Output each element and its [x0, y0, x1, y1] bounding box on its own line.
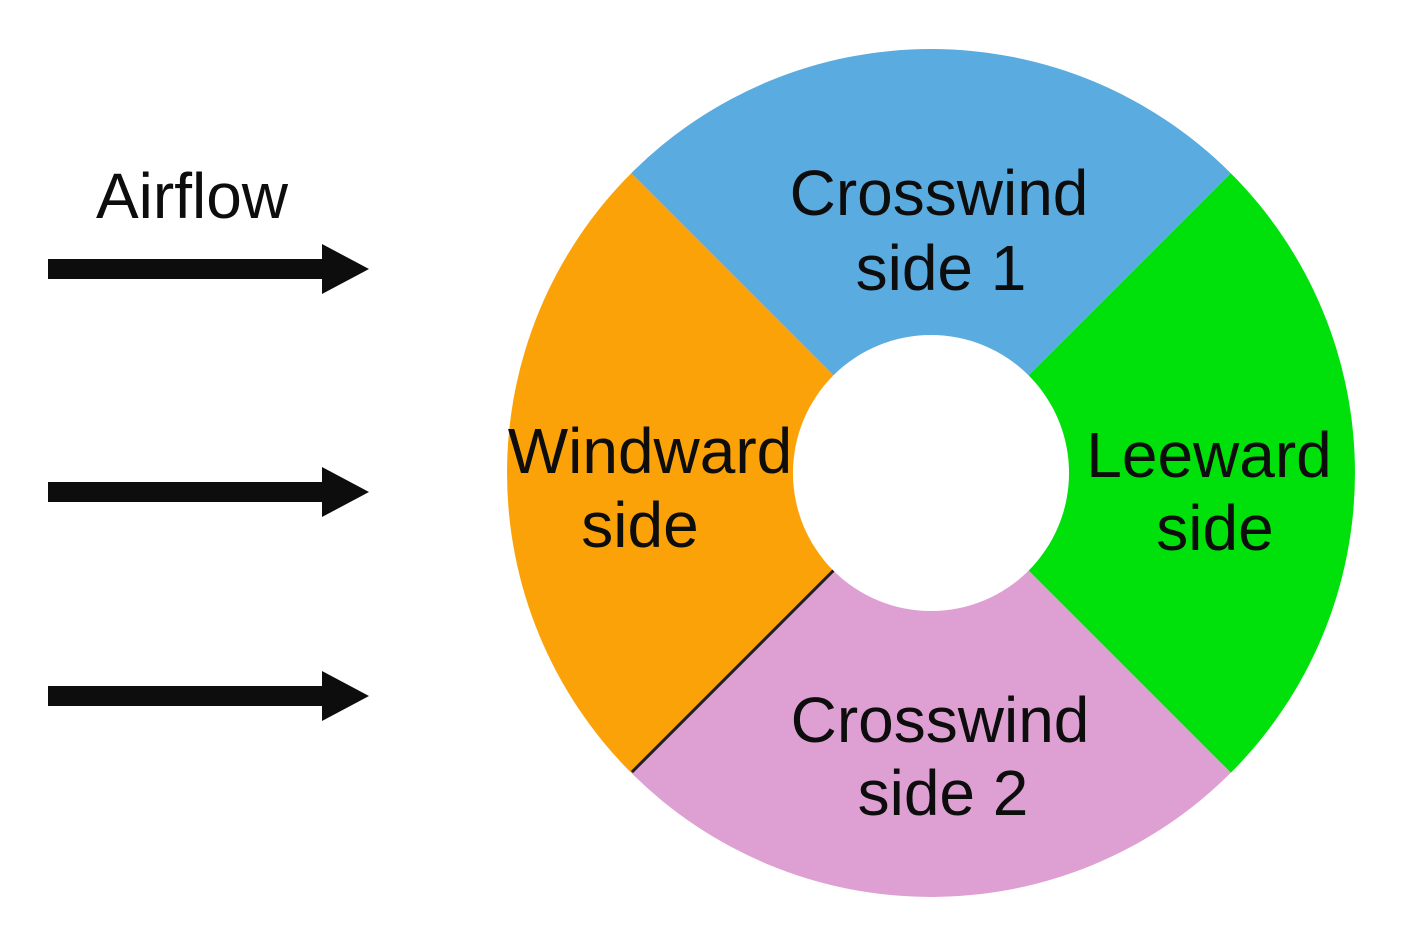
segment-windward-side — [507, 173, 834, 773]
segment-crosswind-side-2 — [631, 570, 1231, 897]
airflow-annotation: Airflow — [48, 160, 369, 721]
segment-label-windward-side-line2: side — [581, 489, 698, 561]
right-arrow-icon — [48, 467, 369, 517]
windward-crosswind2-divider-line — [630, 569, 835, 774]
donut-ring: Crosswind side 1 Leeward side Crosswind … — [507, 49, 1355, 897]
segment-label-crosswind-side-2-line1: Crosswind — [791, 684, 1090, 756]
airflow-label: Airflow — [96, 160, 289, 232]
segment-label-leeward-side-line1: Leeward — [1086, 419, 1332, 491]
right-arrow-icon — [48, 244, 369, 294]
segment-leeward-side — [1028, 173, 1355, 773]
segment-label-crosswind-side-1-line2: side 1 — [856, 232, 1027, 304]
segment-label-crosswind-side-2-line2: side 2 — [858, 757, 1029, 829]
segment-label-crosswind-side-1-line1: Crosswind — [790, 157, 1089, 229]
segment-labels: Crosswind side 1 Leeward side Crosswind … — [508, 157, 1332, 829]
right-arrow-icon — [48, 671, 369, 721]
segment-label-leeward-side-line2: side — [1156, 492, 1273, 564]
segment-label-windward-side-line1: Windward — [508, 415, 793, 487]
segment-crosswind-side-1 — [631, 49, 1231, 376]
